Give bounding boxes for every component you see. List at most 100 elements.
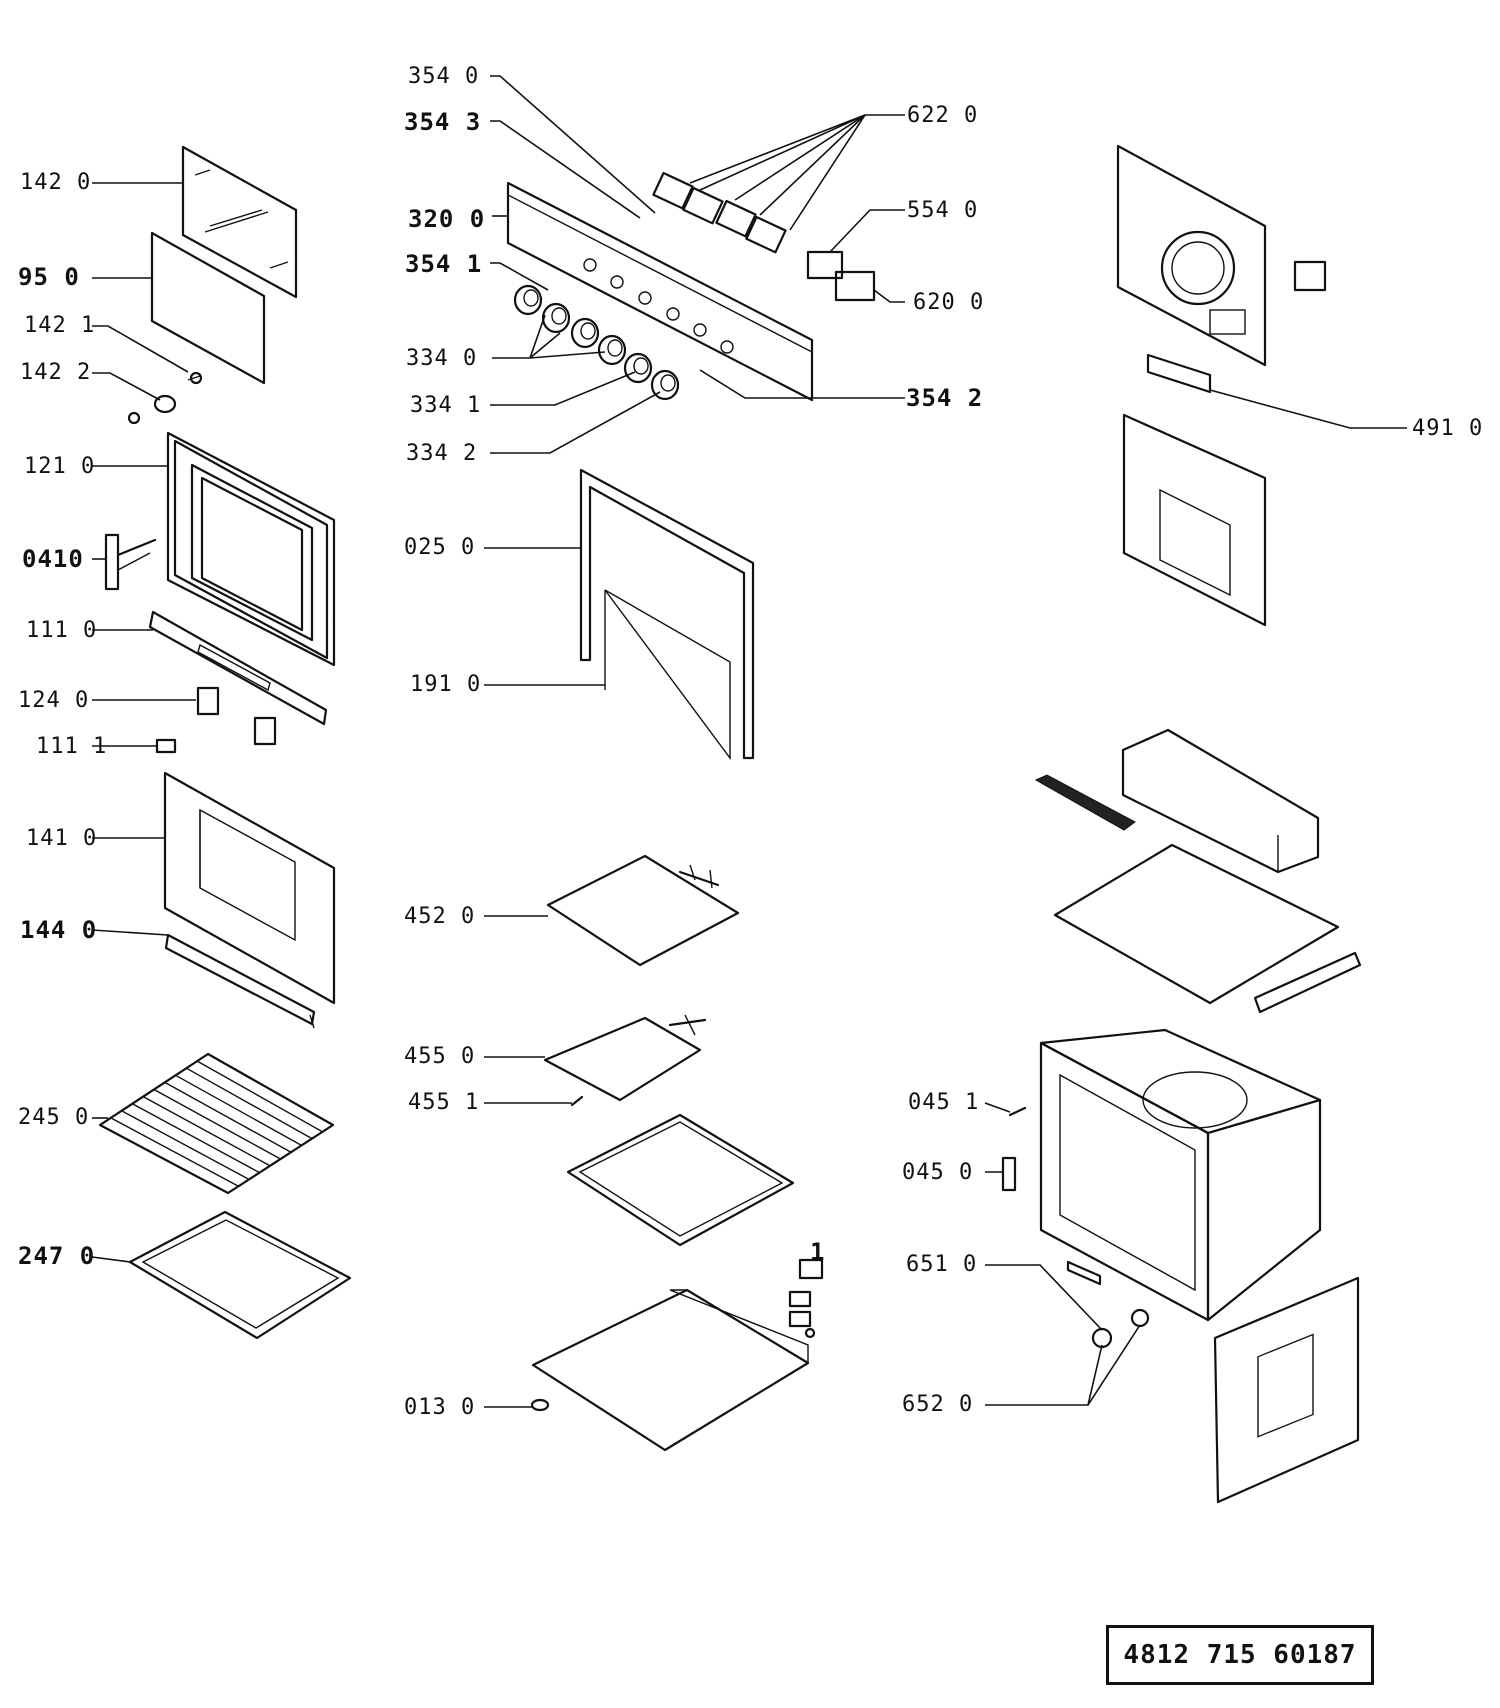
part-452-0-element (546, 854, 740, 967)
rotary-switch (745, 215, 787, 254)
knob-cap (551, 307, 567, 325)
label-141-0: 141 0 (26, 826, 98, 851)
knob-cap (660, 374, 676, 392)
knob-cap (580, 322, 596, 340)
part-455-0-element (543, 1014, 707, 1102)
label-455-1: 455 1 (408, 1090, 480, 1115)
part-thermostat-small (788, 1258, 824, 1339)
panel-knob-hole (610, 275, 624, 289)
label-245-0: 245 0 (18, 1105, 90, 1130)
part-142-0-glass (181, 145, 298, 299)
rack-wire (121, 1110, 250, 1181)
part-245-0-wire-rack (98, 1052, 335, 1195)
part-95-0-panel (150, 231, 266, 385)
label-041-0: 0410 (22, 545, 84, 573)
label-652-0: 652 0 (902, 1392, 974, 1417)
part-041-0-hinge (104, 533, 157, 591)
part-141-0-inner-door (163, 771, 336, 1005)
part-142-2-clip (127, 394, 177, 425)
part-247-0-tray (128, 1210, 352, 1340)
label-491-0: 491 0 (1412, 416, 1484, 441)
part-oven-cavity (1039, 1028, 1322, 1322)
label-334-2: 334 2 (406, 441, 478, 466)
label-455-0: 455 0 (404, 1044, 476, 1069)
label-124-0: 124 0 (18, 688, 90, 713)
part-334-knobs (513, 258, 734, 401)
knob (650, 369, 680, 401)
rack-wire (132, 1103, 260, 1174)
part-111-0-handle (148, 610, 328, 726)
label-111-0: 111 0 (26, 618, 98, 643)
rack-wire (164, 1081, 292, 1153)
part-side-plate (1213, 1276, 1360, 1504)
knob (597, 334, 627, 366)
part-651-0-lamp (1066, 1260, 1150, 1349)
label-334-1: 334 1 (410, 393, 482, 418)
label-1: 1 (810, 1238, 826, 1266)
label-045-0: 045 0 (902, 1160, 974, 1185)
part-fan-bracket (1122, 413, 1267, 627)
label-620-0: 620 0 (913, 290, 985, 315)
part-111-1-cap (155, 738, 177, 754)
rack-wire (99, 1124, 229, 1194)
part-back-panel-fan (1116, 144, 1327, 367)
label-554-0: 554 0 (907, 198, 979, 223)
knob (570, 317, 600, 349)
rack-wire (207, 1053, 334, 1126)
knob-cap (523, 289, 539, 307)
part-144-0-strip (164, 933, 316, 1029)
label-651-0: 651 0 (906, 1252, 978, 1277)
document-number-box: 4812 715 60187 (1106, 1625, 1374, 1685)
part-045-0-bracket (1001, 1156, 1017, 1192)
panel-knob-hole (583, 258, 597, 272)
part-121-0-door-frame (166, 431, 336, 667)
label-121-0: 121 0 (24, 454, 96, 479)
label-354-1: 354 1 (405, 250, 483, 278)
rack-wire (196, 1060, 323, 1133)
knob-cap (607, 339, 623, 357)
part-013-0-bottom (530, 1288, 810, 1452)
knob (623, 352, 653, 384)
label-354-2: 354 2 (906, 384, 984, 412)
rotary-switch (652, 171, 694, 210)
rack-wire (142, 1095, 271, 1167)
part-491-0-terminal (1146, 353, 1212, 394)
knob (513, 284, 543, 316)
part-top-cover (1121, 728, 1320, 874)
label-144-0: 144 0 (20, 916, 98, 944)
label-045-1: 045 1 (908, 1090, 980, 1115)
label-013-0: 013 0 (404, 1395, 476, 1420)
part-025-0-seal (579, 468, 755, 761)
part-top-plate (1053, 843, 1362, 1014)
part-620-0-switch (834, 270, 876, 302)
label-191-0: 191 0 (410, 672, 482, 697)
rack-wire (175, 1074, 302, 1147)
part-baking-sheet (566, 1113, 795, 1247)
knob (541, 302, 571, 334)
label-622-0: 622 0 (907, 103, 979, 128)
label-320-0: 320 0 (408, 205, 486, 233)
part-142-1-screw (187, 371, 203, 385)
label-95-0: 95 0 (18, 263, 80, 291)
label-354-3: 354 3 (404, 108, 482, 136)
knob-cap (633, 357, 649, 375)
rack-wire (153, 1088, 281, 1160)
rotary-switch (682, 186, 724, 225)
part-320-0-control-panel (506, 181, 814, 402)
part-554-0-switch (806, 250, 844, 280)
label-111-1: 111 1 (36, 734, 108, 759)
part-455-1-clip (570, 1095, 584, 1107)
part-622-0-switches (652, 171, 787, 254)
rack-wire (110, 1117, 239, 1187)
label-142-0: 142 0 (20, 170, 92, 195)
leader-lines (91, 75, 1407, 1408)
panel-knob-hole (666, 307, 680, 321)
rotary-switch (715, 199, 757, 238)
label-452-0: 452 0 (404, 904, 476, 929)
panel-knob-hole (693, 323, 707, 337)
label-354-0: 354 0 (408, 64, 480, 89)
panel-knob-hole (638, 291, 652, 305)
rack-wire (186, 1067, 313, 1140)
label-142-1: 142 1 (24, 313, 96, 338)
